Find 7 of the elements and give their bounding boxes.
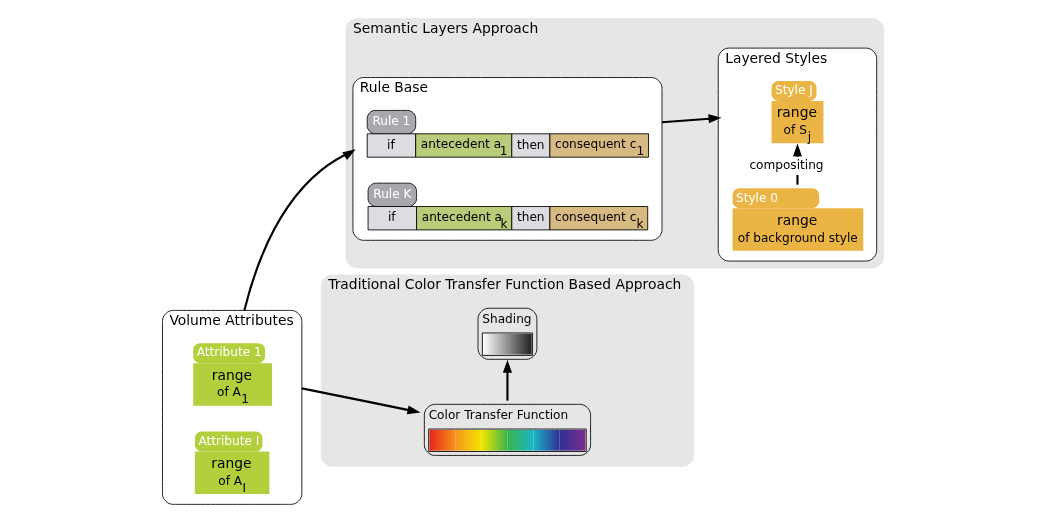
edge-label: compositing bbox=[749, 158, 824, 173]
arrow bbox=[243, 149, 356, 311]
arrow bbox=[661, 114, 722, 124]
arrow bbox=[502, 359, 512, 401]
node-box: Shading bbox=[477, 307, 538, 360]
arrow bbox=[301, 387, 421, 415]
node-box: Color Transfer Function bbox=[423, 403, 591, 456]
